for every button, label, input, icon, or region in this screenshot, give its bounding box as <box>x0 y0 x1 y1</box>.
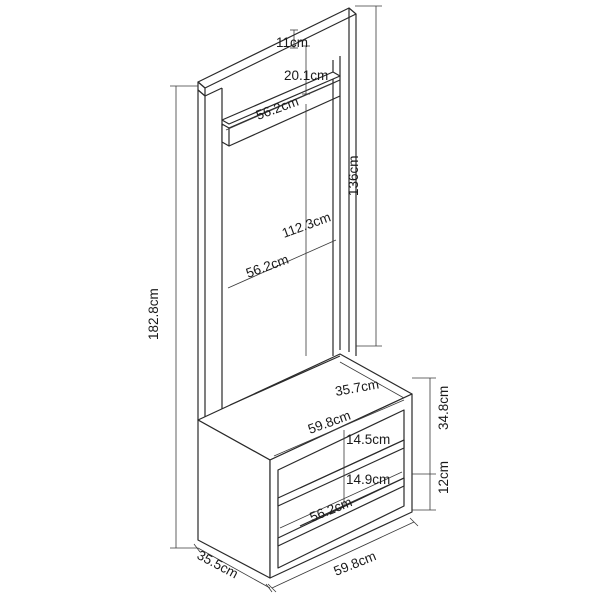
dimension-lines <box>170 5 436 593</box>
label-drawer-gap-bottom: 14.9cm <box>346 472 390 487</box>
seat-back-edge <box>229 355 341 406</box>
label-shelf-gap: 20.1cm <box>284 68 328 83</box>
bench-front-frame <box>277 409 405 569</box>
hat-shelf-front <box>221 123 230 147</box>
label-base-width: 59.8cm <box>332 548 379 578</box>
middle-shelf-back <box>299 439 405 489</box>
label-upper-height: 136cm <box>346 155 361 196</box>
label-drawer-gap-top: 14.5cm <box>346 432 390 447</box>
left-panel-top-edge <box>204 87 223 97</box>
bench <box>197 353 413 579</box>
label-inner-width: 56.2cm <box>244 252 291 281</box>
hat-shelf-underside <box>228 95 341 147</box>
upper-frame <box>197 7 357 427</box>
label-top-gap: 11cm <box>276 35 308 50</box>
bottom-shelf-back <box>299 477 405 527</box>
hat-shelf-top <box>221 71 341 125</box>
dim-line-drawer-width <box>279 471 403 529</box>
dim-line-base-width <box>271 521 415 589</box>
left-side-panel-front <box>197 89 206 427</box>
dim-line-base-depth <box>197 547 271 589</box>
dim-line-seat-width <box>273 399 405 457</box>
label-total-height: 182.8cm <box>146 288 161 340</box>
dim-line-shelf-width <box>225 81 337 131</box>
label-bench-height: 34.8cm <box>436 386 451 430</box>
dim-line-seat-depth <box>339 361 405 399</box>
label-plinth-height: 12cm <box>436 461 451 494</box>
dim-line-inner-width <box>227 239 337 289</box>
